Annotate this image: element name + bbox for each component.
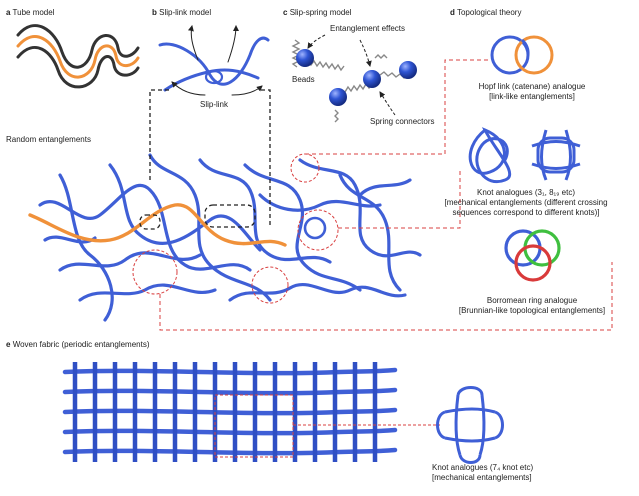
borromean-caption: Borromean ring analogue [486, 296, 578, 305]
panel-d-label: d Topological theory [450, 8, 521, 18]
slip-link-graphic [158, 25, 270, 96]
woven-fabric-graphic [62, 367, 398, 456]
slip-spring-graphic [291, 34, 417, 123]
tube-model-graphic [16, 24, 140, 89]
seven-four-knot-caption: Knot analogues (7₄ knot etc) [432, 463, 534, 472]
panel-e-title: Woven fabric (periodic entanglements) [12, 340, 150, 349]
panel-a-title: Tube model [12, 8, 55, 17]
borromean-subcaption: [Brunnian-like topological entanglements… [458, 306, 606, 315]
panel-e-label: e Woven fabric (periodic entanglements) [6, 340, 150, 350]
panel-a-letter: a [6, 8, 11, 17]
topology-connectors [159, 59, 613, 331]
beads-label: Beads [292, 75, 315, 84]
trefoil-knot-graphic [468, 127, 512, 184]
random-entanglement-network [38, 153, 422, 322]
eight-nineteen-knot-graphic [531, 129, 581, 181]
panel-b-label: b Slip-link model [152, 8, 211, 18]
slip-link-annotation: Slip-link [200, 100, 229, 109]
hopf-link-graphic [490, 35, 554, 75]
knot-subcaption-1: [mechanical entanglements (different cro… [444, 198, 608, 207]
panel-d-letter: d [450, 8, 455, 17]
panel-d-title: Topological theory [456, 8, 522, 17]
slip-link-connectors [139, 89, 271, 230]
panel-e-letter: e [6, 340, 11, 349]
borromean-rings-graphic [504, 229, 561, 282]
hopf-link-caption: Hopf link (catenane) analogue [478, 82, 586, 91]
woven-fabric-highlight [214, 394, 440, 458]
spring-connectors-label: Spring connectors [370, 117, 435, 126]
panel-c-letter: c [283, 8, 288, 17]
knot-caption: Knot analogues (3₁, 8₁₉ etc) [477, 188, 575, 197]
panel-c-title: Slip-spring model [289, 8, 352, 17]
random-entanglements-title: Random entanglements [6, 135, 91, 144]
seven-four-knot-graphic [436, 386, 504, 464]
entanglement-effects-label: Entanglement effects [330, 24, 406, 33]
panel-c-label: c Slip-spring model [283, 8, 352, 18]
panel-a-label: a Tube model [6, 8, 54, 18]
seven-four-knot-subcaption: [mechanical entanglements] [432, 473, 532, 482]
panel-b-letter: b [152, 8, 157, 17]
knot-subcaption-2: sequences correspond to different knots)… [452, 208, 600, 217]
highlighted-chain [28, 203, 287, 247]
hopf-link-subcaption: [link-like entanglements] [489, 92, 575, 101]
panel-b-title: Slip-link model [159, 8, 212, 17]
